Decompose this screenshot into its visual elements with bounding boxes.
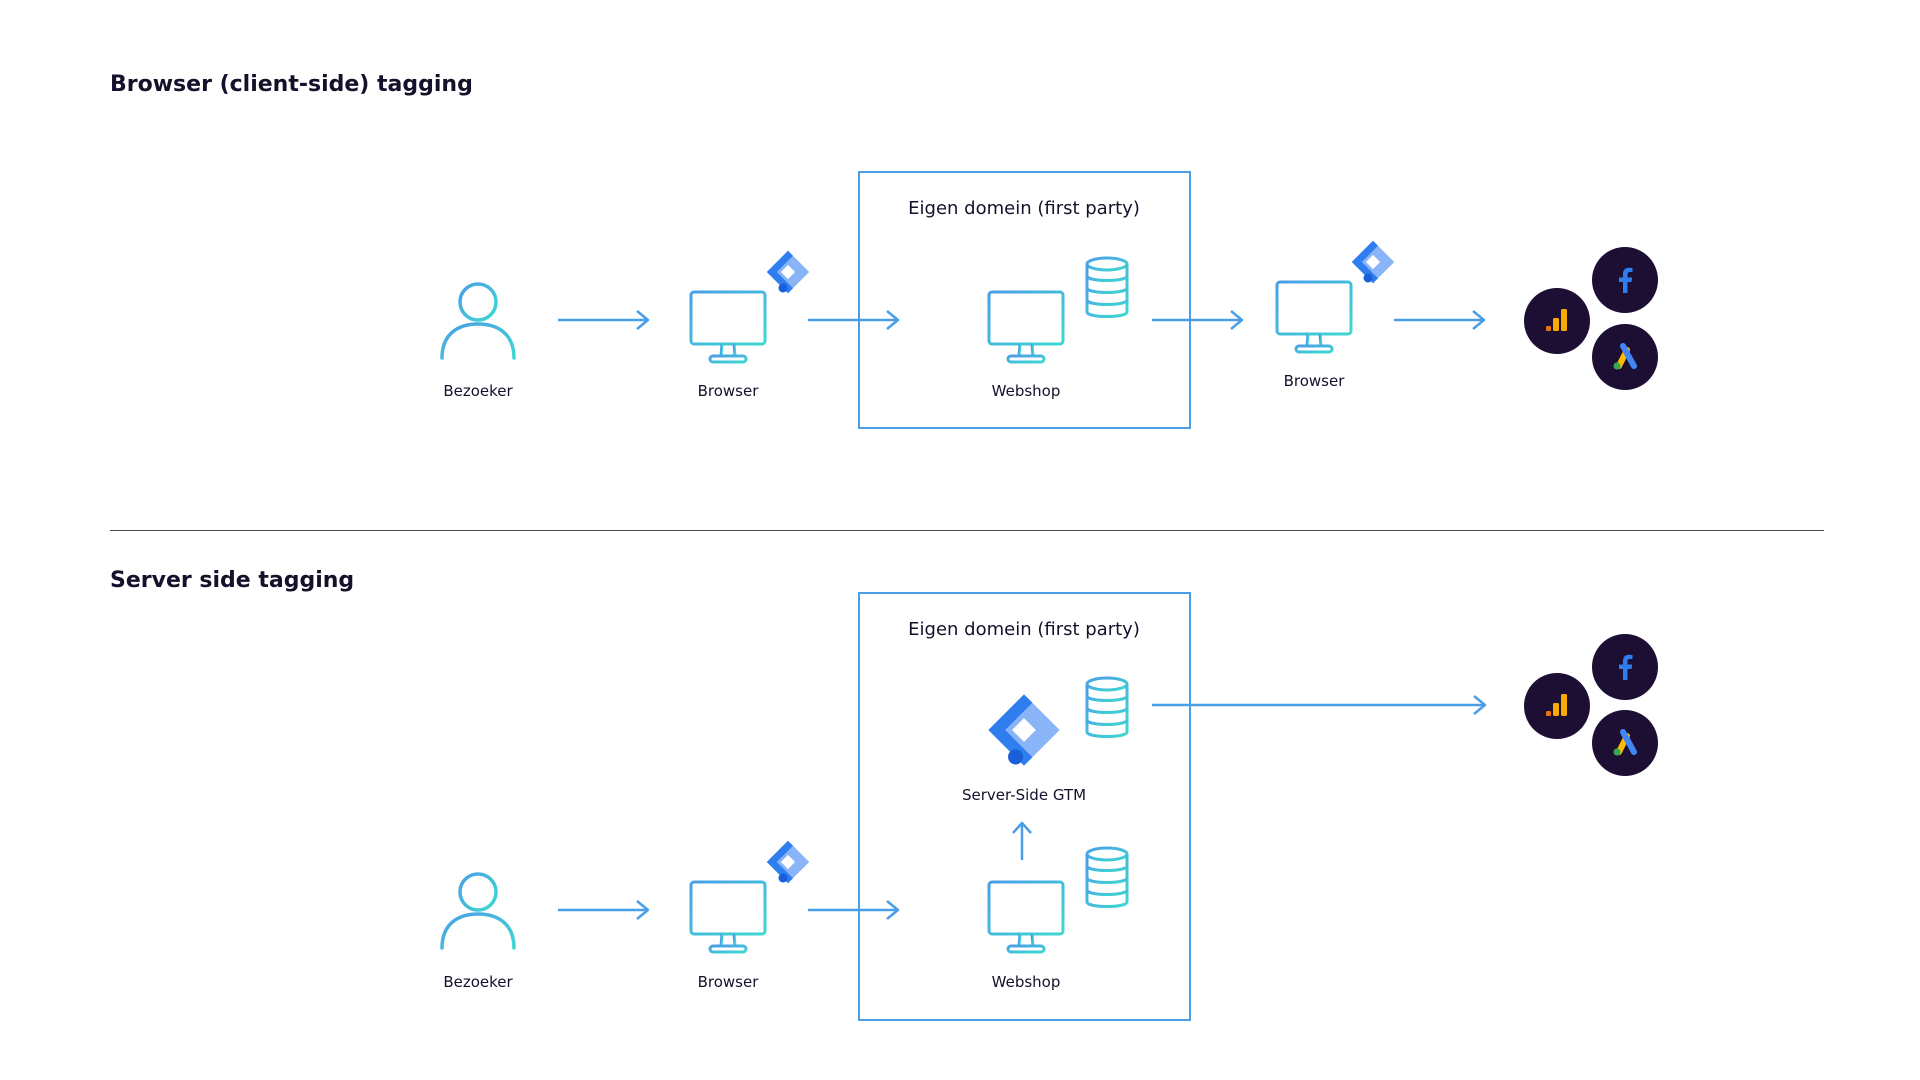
database-icon xyxy=(1083,676,1131,740)
webshop-label: Webshop xyxy=(991,382,1061,400)
section-title-client-side: Browser (client-side) tagging xyxy=(110,72,473,97)
section-title-server-side: Server side tagging xyxy=(110,568,355,593)
arrow-browser-to-webshop xyxy=(806,310,902,330)
gtm-icon xyxy=(1348,237,1398,287)
arrow-visitor-to-browser xyxy=(556,900,652,920)
gtm-icon xyxy=(763,837,813,887)
visitor-icon xyxy=(438,870,518,950)
browser-monitor-icon xyxy=(688,878,768,958)
browser-monitor-icon xyxy=(688,288,768,368)
visitor-label: Bezoeker xyxy=(443,973,513,991)
visitor-label: Bezoeker xyxy=(443,382,513,400)
google-analytics-icon xyxy=(1524,288,1590,354)
browser-out-monitor-icon xyxy=(1274,278,1354,358)
database-icon xyxy=(1083,846,1131,910)
first-party-domain-label: Eigen domein (first party) xyxy=(908,619,1140,640)
arrow-browser-to-destinations xyxy=(1392,310,1488,330)
database-icon xyxy=(1083,256,1131,320)
visitor-icon xyxy=(438,280,518,360)
browser-label: Browser xyxy=(697,973,759,991)
google-ads-icon xyxy=(1592,710,1658,776)
browser-out-label: Browser xyxy=(1283,372,1345,390)
arrow-webshop-to-server-gtm xyxy=(1012,820,1032,862)
arrow-server-gtm-to-destinations xyxy=(1150,695,1490,715)
arrow-browser-to-webshop xyxy=(806,900,902,920)
webshop-monitor-icon xyxy=(986,878,1066,958)
section-divider xyxy=(110,530,1824,531)
facebook-icon xyxy=(1592,634,1658,700)
browser-label: Browser xyxy=(697,382,759,400)
facebook-icon xyxy=(1592,247,1658,313)
arrow-webshop-to-browser xyxy=(1150,310,1246,330)
webshop-monitor-icon xyxy=(986,288,1066,368)
google-ads-icon xyxy=(1592,324,1658,390)
server-side-gtm-icon xyxy=(982,688,1066,772)
first-party-domain-frame xyxy=(858,171,1191,429)
gtm-icon xyxy=(763,247,813,297)
google-analytics-icon xyxy=(1524,673,1590,739)
server-side-gtm-label: Server-Side GTM xyxy=(961,786,1087,804)
webshop-label: Webshop xyxy=(991,973,1061,991)
arrow-visitor-to-browser xyxy=(556,310,652,330)
first-party-domain-label: Eigen domein (first party) xyxy=(908,198,1140,219)
first-party-domain-frame xyxy=(858,592,1191,1021)
